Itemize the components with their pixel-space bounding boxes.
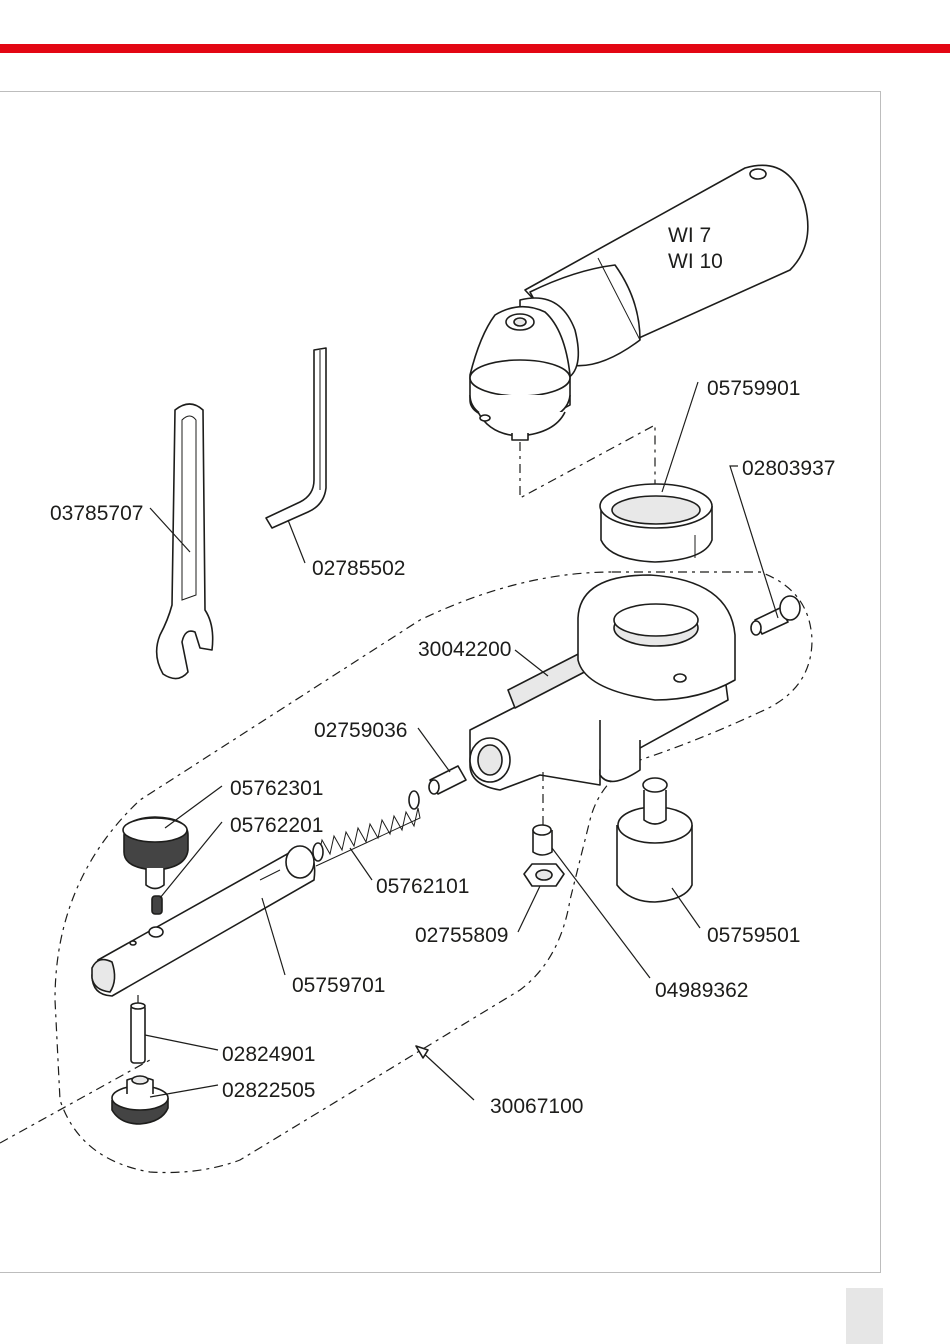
part-label-30067100: 30067100 <box>490 1095 583 1118</box>
knurled-knob-part <box>123 817 188 889</box>
hex-key-part <box>266 348 326 528</box>
set-screw-part <box>152 896 162 914</box>
model-label-line1: WI 7 <box>668 224 711 247</box>
part-label-02824901: 02824901 <box>222 1043 315 1066</box>
counterweight-part <box>617 778 692 902</box>
part-label-30042200: 30042200 <box>418 638 511 661</box>
part-label-05759901: 05759901 <box>707 377 800 400</box>
support-arm-part <box>92 846 315 996</box>
hex-nut-part <box>524 864 564 886</box>
threaded-sleeve-part <box>533 825 552 855</box>
cap-screw-part <box>751 596 800 635</box>
part-label-03785707: 03785707 <box>50 502 143 525</box>
bracket-housing-part <box>470 575 735 790</box>
part-label-02803937: 02803937 <box>742 457 835 480</box>
knurled-foot-part <box>112 1076 168 1124</box>
part-label-02755809: 02755809 <box>415 924 508 947</box>
model-label-line2: WI 10 <box>668 250 723 273</box>
ring-part <box>600 484 712 562</box>
dowel-pin-part <box>131 1003 145 1063</box>
part-label-05762101: 05762101 <box>376 875 469 898</box>
small-pin-part <box>429 766 466 794</box>
part-label-05762201: 05762201 <box>230 814 323 837</box>
part-label-05762301: 05762301 <box>230 777 323 800</box>
part-label-04989362: 04989362 <box>655 979 748 1002</box>
part-label-02785502: 02785502 <box>312 557 405 580</box>
part-label-05759701: 05759701 <box>292 974 385 997</box>
part-label-05759501: 05759501 <box>707 924 800 947</box>
compression-spring-part <box>313 791 420 866</box>
part-label-02822505: 02822505 <box>222 1079 315 1102</box>
open-end-wrench-part <box>157 404 213 679</box>
part-label-02759036: 02759036 <box>314 719 407 742</box>
